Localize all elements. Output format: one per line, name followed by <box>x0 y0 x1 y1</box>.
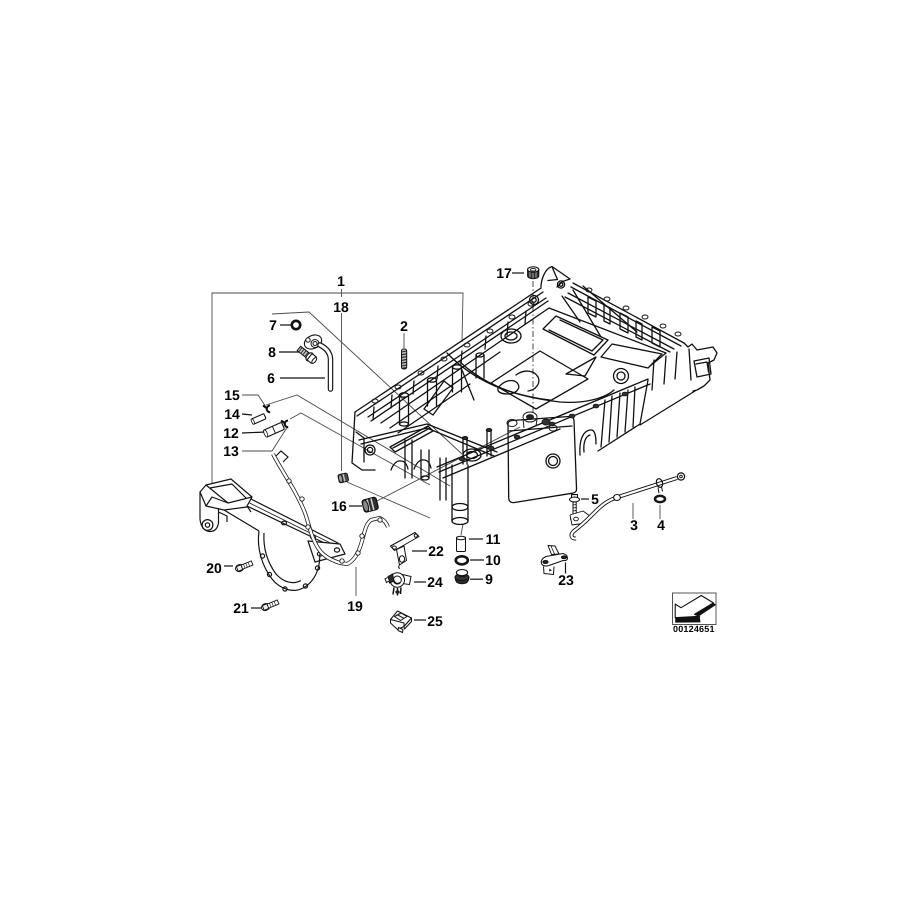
svg-text:20: 20 <box>206 560 222 576</box>
svg-text:00124651: 00124651 <box>673 624 715 634</box>
svg-text:23: 23 <box>558 572 574 588</box>
svg-text:2: 2 <box>400 318 408 334</box>
svg-text:6: 6 <box>267 370 275 386</box>
svg-text:22: 22 <box>428 543 444 559</box>
svg-text:7: 7 <box>269 317 277 333</box>
svg-text:9: 9 <box>485 571 493 587</box>
svg-text:13: 13 <box>223 443 239 459</box>
svg-text:25: 25 <box>427 613 443 629</box>
svg-text:17: 17 <box>496 265 512 281</box>
svg-text:4: 4 <box>657 517 665 533</box>
svg-text:24: 24 <box>427 574 443 590</box>
svg-text:18: 18 <box>333 299 349 315</box>
svg-text:8: 8 <box>268 344 276 360</box>
svg-text:21: 21 <box>233 600 249 616</box>
svg-text:3: 3 <box>630 517 638 533</box>
svg-text:14: 14 <box>224 406 240 422</box>
svg-text:10: 10 <box>485 552 501 568</box>
svg-text:19: 19 <box>347 598 363 614</box>
svg-text:1: 1 <box>337 273 345 289</box>
svg-text:16: 16 <box>331 498 347 514</box>
svg-text:12: 12 <box>223 425 239 441</box>
svg-text:5: 5 <box>591 491 599 507</box>
svg-text:15: 15 <box>224 387 240 403</box>
svg-text:11: 11 <box>486 531 501 547</box>
